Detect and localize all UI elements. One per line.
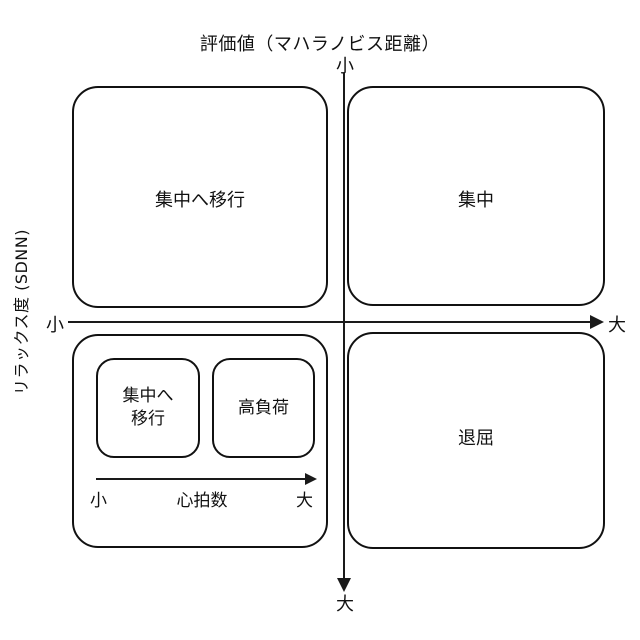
vertical-axis-tick-min: 小: [336, 56, 354, 77]
inner-box-label-high-load: 高負荷: [238, 397, 289, 418]
sub-axis-arrow-right-icon: [305, 473, 317, 485]
arrow-down-icon: [337, 578, 351, 592]
horizontal-axis-title: リラックス度 (SDNN): [12, 229, 31, 396]
quadrant-label-bottom-right: 退屈: [458, 428, 494, 449]
quadrant-box-top-right[interactable]: [347, 86, 605, 306]
sub-axis-title: 心拍数: [176, 491, 228, 511]
quadrant-label-top-right: 集中: [458, 190, 494, 211]
vertical-axis-title: 評価値（マハラノビス距離）: [199, 34, 441, 55]
arrow-right-icon: [590, 315, 604, 329]
sub-axis-tick-min: 小: [90, 491, 107, 511]
vertical-axis-tick-max: 大: [336, 594, 354, 615]
vertical-axis-line: [343, 73, 345, 581]
horizontal-axis-tick-min: 小: [46, 315, 64, 336]
quadrant-box-bottom-right[interactable]: [347, 332, 605, 549]
inner-box-focus-transition[interactable]: 集中へ 移行: [96, 358, 200, 458]
inner-box-high-load[interactable]: 高負荷: [212, 358, 315, 458]
sub-axis-line: [96, 478, 308, 480]
sub-axis-tick-max: 大: [296, 491, 313, 511]
horizontal-axis-line: [68, 321, 593, 323]
quadrant-label-top-left: 集中へ移行: [155, 190, 245, 211]
horizontal-axis-tick-max: 大: [608, 315, 626, 336]
inner-box-label-focus-transition: 集中へ 移行: [122, 386, 174, 429]
quadrant-box-top-left[interactable]: [72, 86, 328, 308]
